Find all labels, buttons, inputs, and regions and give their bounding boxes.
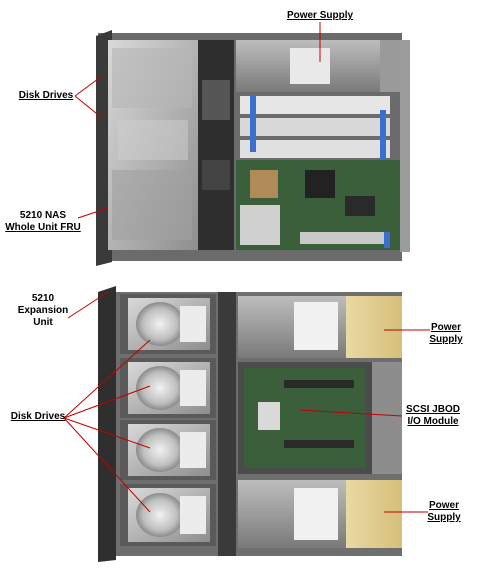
label-disk-drives-top: Disk Drives <box>18 90 74 101</box>
label-expansion-line1: 5210 <box>31 293 55 304</box>
label-jbod-line2: I/O Module <box>407 416 459 427</box>
label-ps-bottom-line1: Power <box>428 500 459 511</box>
disk-drive-3 <box>120 420 216 480</box>
label-jbod-module: SCSI JBOD I/O Module <box>400 404 466 428</box>
label-whole-unit-line1: 5210 NAS <box>19 210 67 221</box>
expansion-chassis <box>98 286 402 562</box>
label-jbod-line1: SCSI JBOD <box>406 404 460 415</box>
power-supply-top <box>238 296 402 358</box>
label-expansion-line3: Unit <box>33 317 53 328</box>
label-power-supply-bottom-bottom: Power Supply <box>422 500 466 524</box>
label-ps-top-line2: Supply <box>429 334 463 345</box>
disk-drive-1 <box>120 294 216 354</box>
jbod-module <box>238 362 402 474</box>
callout-lines <box>63 22 430 513</box>
label-power-supply-top: Power Supply <box>286 10 354 21</box>
disk-drive-2 <box>120 358 216 418</box>
label-power-supply-bottom-top: Power Supply <box>424 322 468 346</box>
label-expansion-line2: Expansion <box>17 305 69 316</box>
label-expansion-unit: 5210 Expansion Unit <box>10 293 76 329</box>
power-supply-bottom <box>238 480 402 548</box>
label-ps-bottom-line2: Supply <box>427 512 461 523</box>
label-whole-unit-line2: Whole Unit FRU <box>5 222 81 233</box>
disk-drive-4 <box>120 484 216 546</box>
label-ps-top-line1: Power <box>430 322 461 333</box>
label-whole-unit-fru: 5210 NAS Whole Unit FRU <box>4 210 82 234</box>
label-disk-drives-bottom: Disk Drives <box>10 411 66 422</box>
nas-chassis-top <box>96 30 410 266</box>
